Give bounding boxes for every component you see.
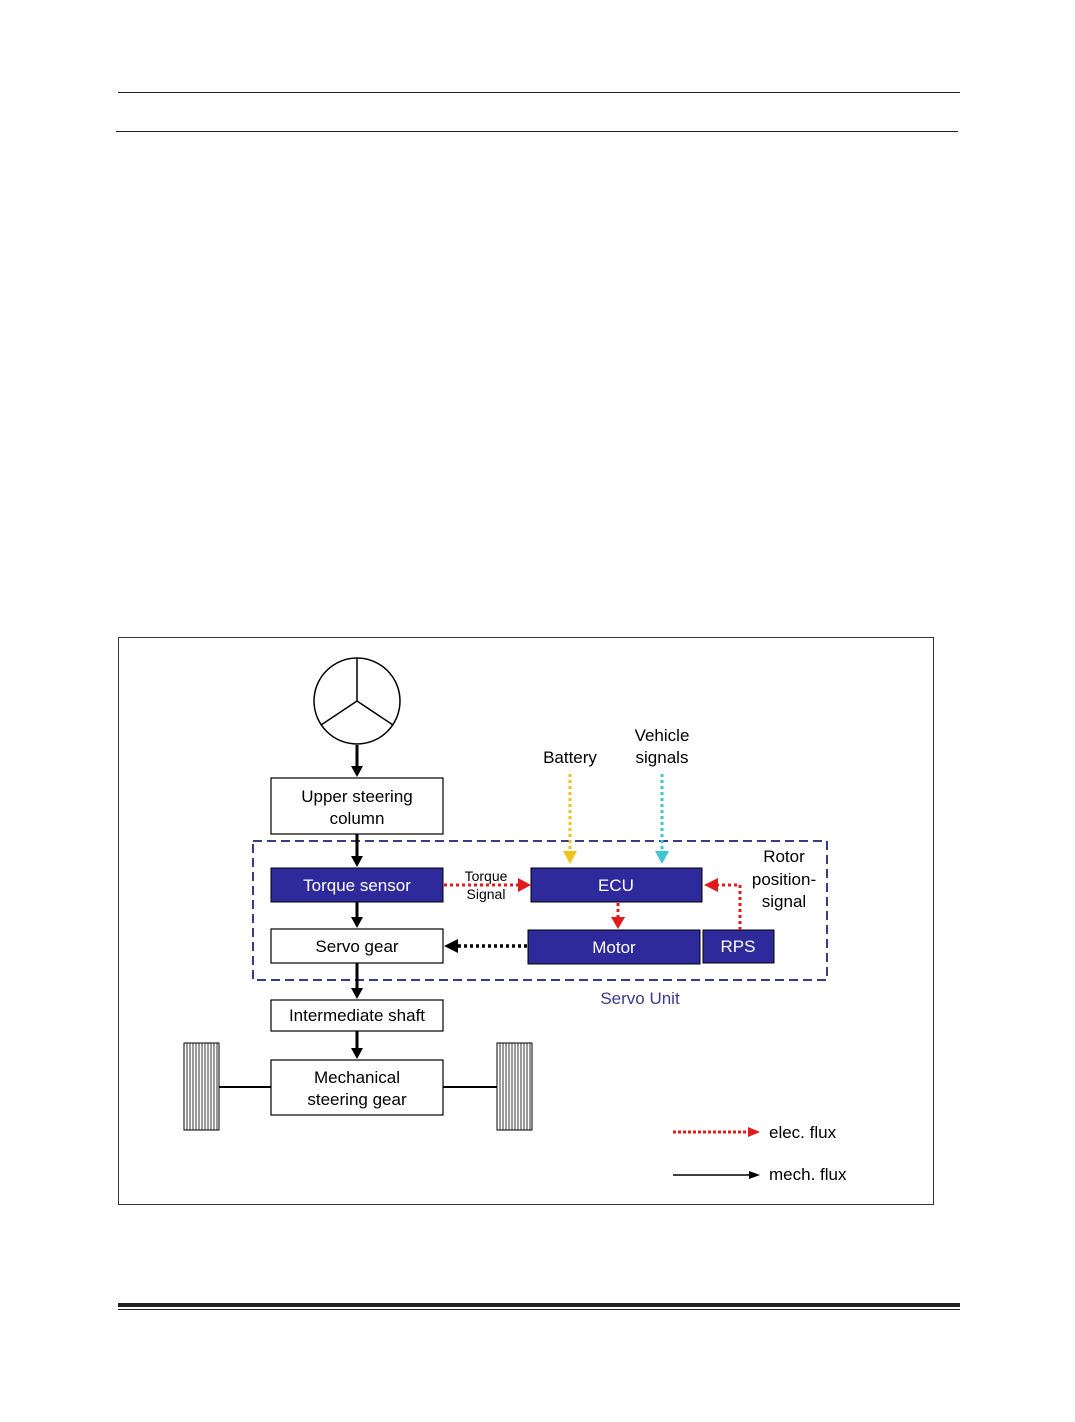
rotor-position-label-3: signal: [762, 892, 806, 911]
steering-system-diagram: Upper steering column Servo gear Interme…: [183, 657, 847, 1184]
mechanical-steering-gear-label-1: Mechanical: [314, 1068, 400, 1087]
mechanical-flux-arrows: [351, 745, 363, 1059]
upper-steering-column-box: [270, 777, 444, 835]
battery-label: Battery: [543, 748, 597, 767]
torque-signal-arrow: [444, 878, 531, 892]
diagram-frame: Upper steering column Servo gear Interme…: [118, 637, 934, 1205]
torque-signal-label-1: Torque: [465, 868, 508, 884]
servo-gear-box: [270, 928, 444, 964]
header-rule-top: [118, 92, 960, 93]
upper-steering-column-label-1: Upper steering: [301, 787, 413, 806]
ecu-to-motor-arrow: [611, 903, 625, 929]
torque-sensor-label: Torque sensor: [303, 876, 411, 895]
rps-label: RPS: [721, 937, 756, 956]
intermediate-shaft-box: [270, 999, 444, 1032]
ecu-box: [530, 867, 703, 903]
left-wheel-icon: [183, 1042, 220, 1131]
mechanical-steering-gear-label-2: steering gear: [307, 1090, 407, 1109]
footer-rule-thin: [118, 1309, 960, 1310]
legend-mech-label: mech. flux: [769, 1165, 847, 1184]
legend: elec. flux mech. flux: [673, 1123, 847, 1184]
rotor-position-arrow: [704, 878, 742, 930]
motor-box: [527, 929, 701, 965]
right-wheel-icon: [496, 1042, 533, 1131]
upper-steering-column-label-2: column: [330, 809, 385, 828]
footer-rule-thick: [118, 1303, 960, 1307]
torque-sensor-box: [270, 867, 444, 903]
vehicle-signals-arrow: [655, 774, 669, 864]
vehicle-signals-label-2: signals: [636, 748, 689, 767]
rotor-position-label-2: position-: [752, 870, 816, 889]
legend-elec-label: elec. flux: [769, 1123, 837, 1142]
servo-unit-label: Servo Unit: [600, 989, 680, 1008]
ecu-label: ECU: [598, 876, 634, 895]
mechanical-steering-gear-box: [270, 1059, 444, 1116]
intermediate-shaft-label: Intermediate shaft: [289, 1006, 425, 1025]
legend-elec-arrow: [673, 1127, 760, 1137]
rotor-position-label-1: Rotor: [763, 847, 805, 866]
header-rule-bottom: [116, 131, 958, 132]
servo-unit-boundary: [252, 840, 828, 981]
steering-wheel-icon: [313, 657, 401, 745]
legend-mech-arrow: [673, 1171, 760, 1179]
motor-to-servo-gear-arrow: [444, 939, 527, 953]
servo-gear-label: Servo gear: [315, 937, 398, 956]
torque-signal-label-2: Signal: [467, 886, 506, 902]
motor-label: Motor: [592, 938, 636, 957]
battery-arrow: [563, 774, 577, 864]
vehicle-signals-label-1: Vehicle: [635, 726, 690, 745]
